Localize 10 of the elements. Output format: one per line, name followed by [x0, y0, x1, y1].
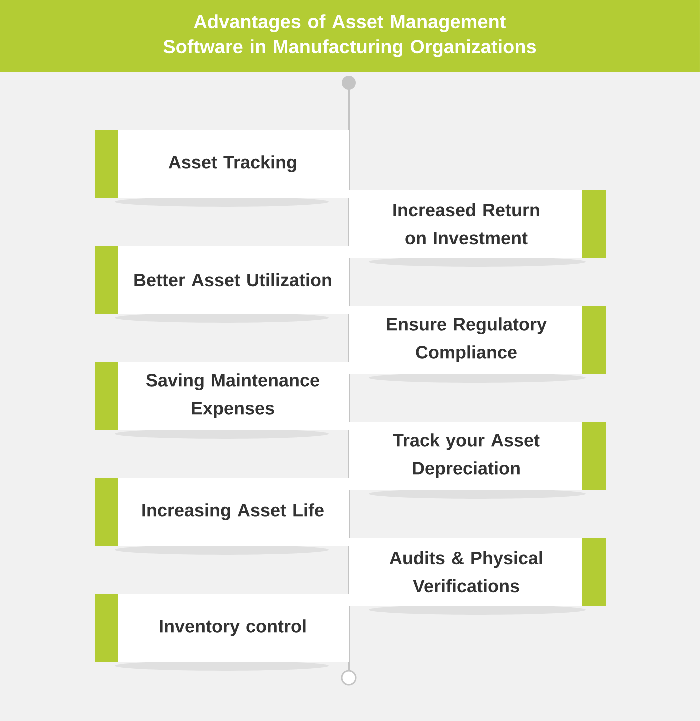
benefit-card: Inventory control — [95, 594, 349, 662]
benefit-card: Asset Tracking — [95, 130, 349, 198]
benefit-card: Increasing Asset Life — [95, 478, 349, 546]
title-banner: Advantages of Asset Management Software in Manufacturing Organizations — [0, 0, 700, 72]
benefit-card: Increased Return on Investment — [349, 190, 606, 258]
benefit-card: Saving Maintenance Expenses — [95, 362, 349, 430]
benefit-card: Track your Asset Depreciation — [349, 422, 606, 490]
benefit-card: Better Asset Utilization — [95, 246, 349, 314]
benefit-card: Audits & Physical Verifications — [349, 538, 606, 606]
benefit-card: Ensure Regulatory Compliance — [349, 306, 606, 374]
